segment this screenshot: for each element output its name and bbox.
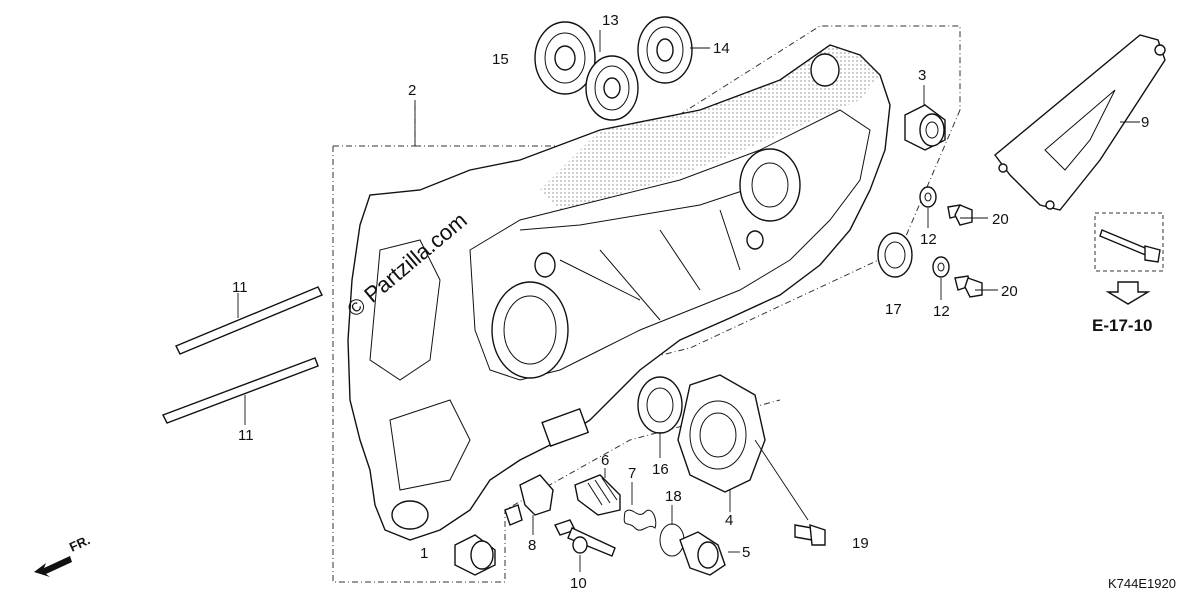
bearing-3 bbox=[904, 104, 946, 151]
washer-12-lower bbox=[932, 256, 950, 278]
callout-15: 15 bbox=[492, 51, 509, 68]
bearing-14 bbox=[637, 16, 693, 84]
reference-box bbox=[1094, 212, 1164, 305]
callout-12-lower: 12 bbox=[933, 303, 950, 320]
bolt-20-lower bbox=[954, 275, 983, 298]
callout-9: 9 bbox=[1141, 114, 1149, 131]
callout-17: 17 bbox=[885, 301, 902, 318]
spring-7 bbox=[623, 509, 657, 531]
callout-6: 6 bbox=[601, 452, 609, 469]
leader-lines bbox=[237, 30, 1140, 572]
callout-20-upper: 20 bbox=[992, 211, 1009, 228]
bearing-13 bbox=[585, 55, 639, 121]
oil-seal-16 bbox=[637, 376, 683, 434]
bolt-20-upper bbox=[947, 204, 973, 226]
clip-8 bbox=[504, 474, 554, 526]
callout-3: 3 bbox=[918, 67, 926, 84]
filter-6 bbox=[574, 474, 621, 516]
callout-11-lower: 11 bbox=[238, 427, 254, 444]
callout-12-upper: 12 bbox=[920, 231, 937, 248]
callout-13: 13 bbox=[602, 12, 619, 29]
bearing-15 bbox=[534, 21, 596, 95]
washer-12-upper bbox=[919, 186, 937, 208]
callout-18: 18 bbox=[665, 488, 682, 505]
callout-16: 16 bbox=[652, 461, 669, 478]
plug-5 bbox=[679, 531, 726, 576]
bolt-19 bbox=[794, 523, 826, 546]
callout-4: 4 bbox=[725, 512, 733, 529]
stud-11-upper bbox=[175, 286, 323, 355]
reference-code: E-17-10 bbox=[1092, 316, 1152, 335]
callout-1: 1 bbox=[420, 545, 428, 562]
callout-5: 5 bbox=[742, 544, 750, 561]
callout-10: 10 bbox=[570, 575, 587, 592]
front-arrow bbox=[34, 556, 72, 577]
callout-19: 19 bbox=[852, 535, 869, 552]
callout-7: 7 bbox=[628, 465, 636, 482]
crankcase-left bbox=[347, 44, 891, 541]
callout-2: 2 bbox=[408, 82, 416, 99]
callout-20-lower: 20 bbox=[1001, 283, 1018, 300]
oil-seal-17 bbox=[877, 232, 913, 278]
callout-11-upper: 11 bbox=[232, 279, 248, 296]
front-label: FR. bbox=[67, 532, 92, 554]
bracket-9 bbox=[994, 34, 1166, 211]
stud-11-lower bbox=[162, 357, 319, 424]
cover-4 bbox=[677, 374, 766, 493]
callout-14: 14 bbox=[713, 40, 730, 57]
roller-1 bbox=[454, 534, 496, 576]
pin-10 bbox=[554, 519, 616, 557]
callout-8: 8 bbox=[528, 537, 536, 554]
diagram-code: K744E1920 bbox=[1108, 576, 1176, 591]
